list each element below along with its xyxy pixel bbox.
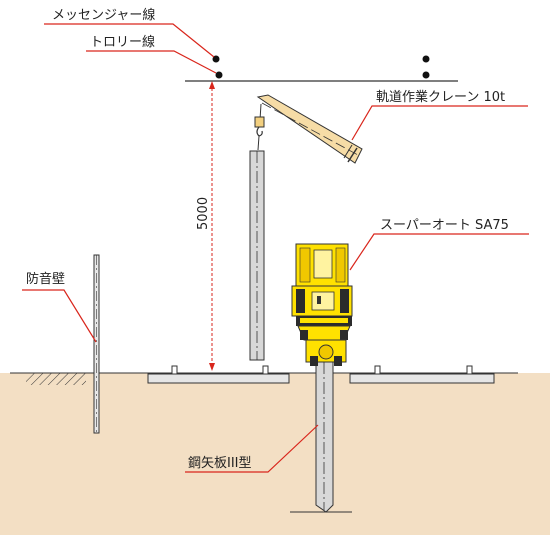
sheet-pile-leader — [185, 424, 319, 473]
trolley-wire-leader — [86, 50, 217, 74]
sound-wall-label: 防音壁 — [26, 271, 65, 287]
messenger-wire-point-left — [212, 55, 220, 63]
ground-hatch — [26, 373, 86, 385]
trolley-wire-label: トロリー線 — [90, 34, 155, 50]
machine-leader — [349, 233, 529, 271]
machine-label: スーパーオート SA75 — [380, 218, 509, 233]
track-slab-right — [349, 365, 495, 384]
track-slab-left — [147, 365, 290, 384]
messenger-wire-point-right — [422, 55, 430, 63]
crane-hook — [254, 103, 265, 151]
sound-wall-leader — [22, 289, 97, 343]
trolley-wire-point-right — [422, 71, 430, 79]
crane-leader — [351, 105, 528, 141]
super-auto-machine — [291, 243, 353, 366]
sound-wall — [93, 254, 100, 434]
messenger-wire-label: メッセンジャー線 — [52, 7, 155, 23]
trolley-wire-point-left — [215, 71, 223, 79]
sheet-pile-label: 鋼矢板III型 — [188, 456, 252, 471]
suspended-sheet-pile — [249, 150, 265, 361]
messenger-wire-leader — [44, 23, 215, 58]
ground-fill — [0, 373, 550, 535]
crane-label: 軌道作業クレーン 10t — [376, 89, 505, 105]
dimension-label: 5000 — [196, 197, 211, 230]
crane-boom — [256, 94, 363, 164]
overhead-wires — [185, 55, 458, 82]
dimension-5000 — [209, 81, 215, 371]
